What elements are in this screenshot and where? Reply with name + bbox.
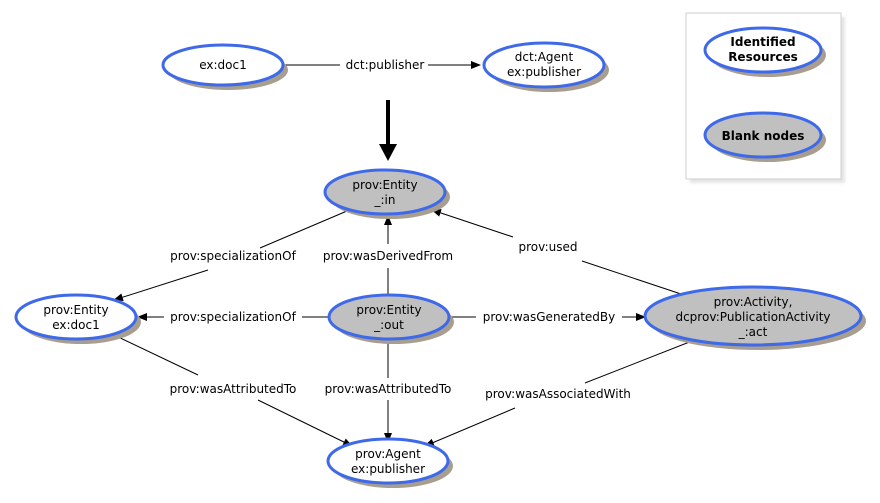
- node-activity-line1: prov:Activity,: [714, 295, 793, 309]
- edge-act-agent-seg1: [584, 340, 693, 384]
- edge-act-in-seg1: [581, 260, 685, 296]
- node-entity-out: [327, 293, 451, 341]
- node-activity-line2: dcprov:PublicationActivity: [675, 310, 830, 324]
- node-agent-line1: prov:Agent: [355, 447, 421, 461]
- legend-identified-label-line2: Resources: [728, 50, 798, 64]
- top-doc-label: ex:doc1: [199, 58, 247, 72]
- edge-in-doc-label: prov:specializationOf: [170, 249, 296, 263]
- edge-in-doc-seg1: [259, 210, 348, 249]
- edge-in-doc-seg2: [113, 269, 209, 302]
- edge-out-act-label: prov:wasGeneratedBy: [483, 310, 616, 324]
- nodes: prov:Entity _:in prov:Entity ex:doc1 pro…: [14, 168, 866, 488]
- down-arrow-icon: [379, 100, 397, 161]
- node-activity-line3: _:act: [738, 325, 768, 339]
- top-agent-node: [482, 41, 606, 89]
- node-activity: [643, 285, 863, 347]
- edge-out-in-label: prov:wasDerivedFrom: [323, 249, 453, 263]
- edge-doc-agent-seg1: [113, 334, 199, 376]
- node-entity-doc: [14, 293, 138, 341]
- legend-identified-node: [703, 26, 823, 74]
- legend-blank-node: [703, 111, 823, 159]
- top-doc-node: [161, 43, 285, 87]
- top-edge-label: dct:publisher: [346, 58, 425, 72]
- edge-act-agent-label: prov:wasAssociatedWith: [485, 387, 631, 401]
- top-agent-label-line1: dct:Agent: [515, 50, 574, 64]
- edges: prov:specializationOf prov:wasDerivedFro…: [113, 209, 693, 447]
- edge-act-in-seg2: [431, 209, 514, 238]
- legend-blank-label: Blank nodes: [722, 129, 805, 143]
- node-agent-line2: ex:publisher: [351, 462, 425, 476]
- top-agent-label-line2: ex:publisher: [507, 65, 581, 79]
- edge-doc-agent-seg2: [257, 399, 353, 447]
- legend: Identified Resources Blank nodes: [685, 12, 845, 183]
- edge-out-doc-label: prov:specializationOf: [170, 310, 296, 324]
- node-entity-doc-line2: ex:doc1: [52, 318, 100, 332]
- node-entity-in-line1: prov:Entity: [352, 178, 417, 192]
- top-mapping: dct:publisher ex:doc1 dct:Agent ex:publi…: [161, 41, 609, 92]
- node-entity-out-line1: prov:Entity: [356, 303, 421, 317]
- edge-act-in-label: prov:used: [519, 240, 578, 254]
- node-entity-in-line2: _:in: [374, 193, 396, 207]
- edge-act-agent-seg2: [424, 407, 516, 447]
- node-entity-in: [323, 168, 447, 216]
- legend-identified-label-line1: Identified: [730, 35, 795, 49]
- edge-out-agent-label: prov:wasAttributedTo: [325, 382, 452, 396]
- node-agent: [326, 437, 450, 485]
- node-entity-doc-line1: prov:Entity: [43, 303, 108, 317]
- node-entity-out-line2: _:out: [373, 318, 404, 332]
- edge-doc-agent-label: prov:wasAttributedTo: [170, 382, 297, 396]
